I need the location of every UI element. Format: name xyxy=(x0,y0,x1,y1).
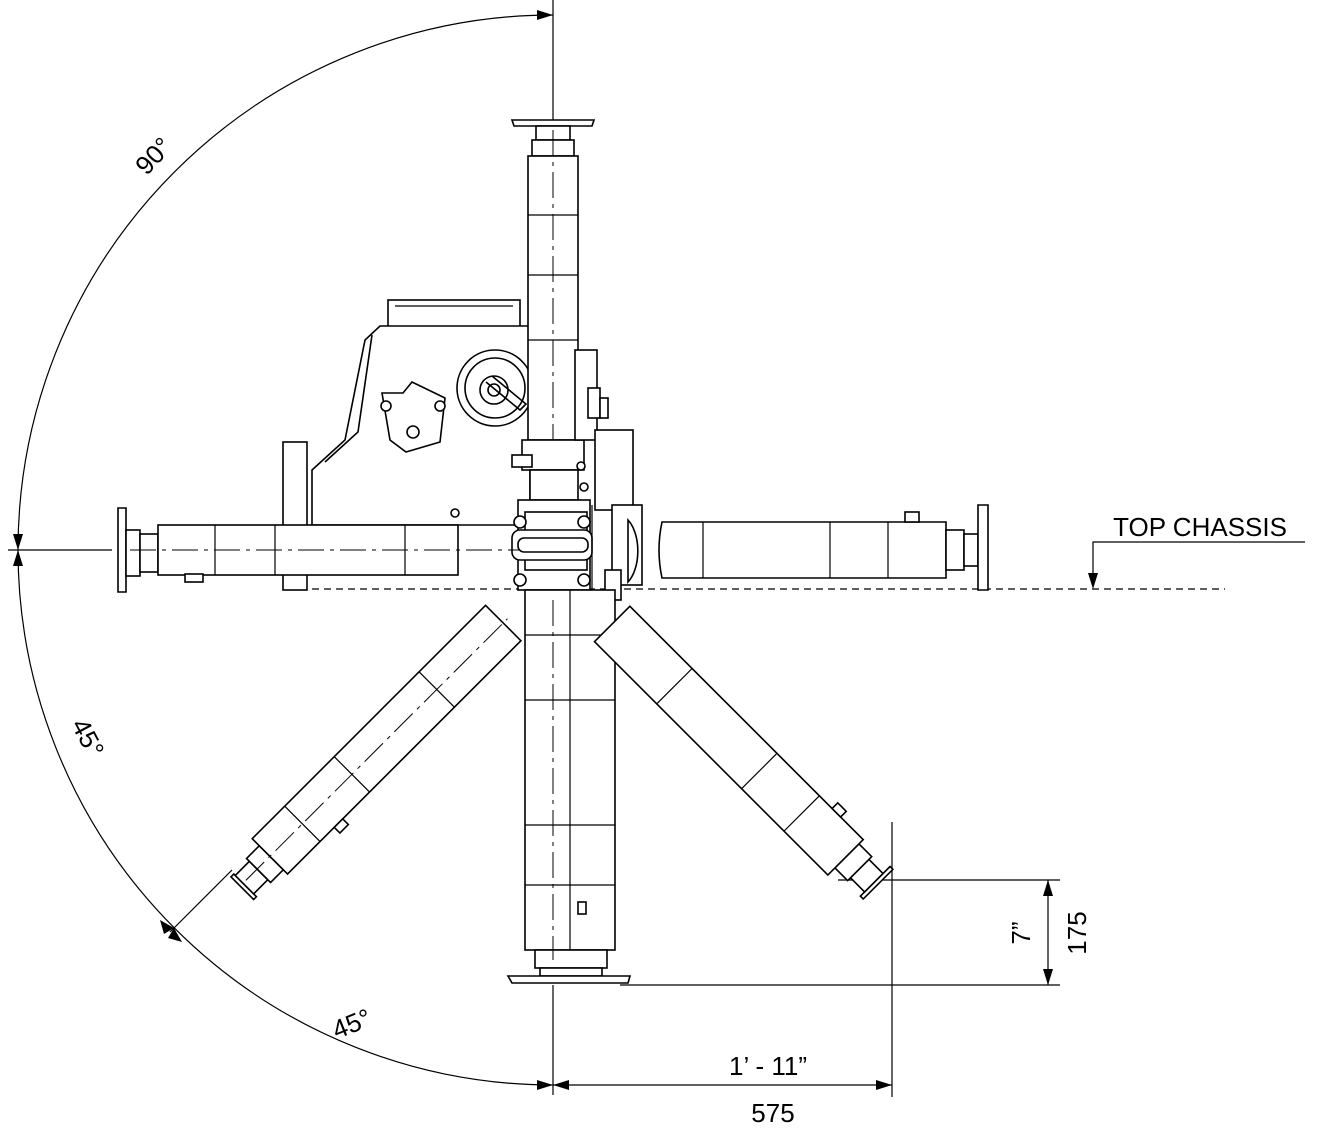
outrigger-horizontal-right xyxy=(658,504,989,591)
horizontal-dimension: 1’ - 11” 575 xyxy=(553,822,893,1128)
horizontal-dim-metric: 575 xyxy=(751,1098,794,1128)
outrigger-vertical-up xyxy=(510,119,596,470)
outrigger-horizontal-left xyxy=(117,507,520,593)
vertical-dim-metric: 175 xyxy=(1062,911,1092,954)
central-mechanism xyxy=(511,349,643,601)
vertical-dim-imperial: 7” xyxy=(1006,921,1036,944)
outrigger-vertical-down xyxy=(506,589,632,984)
horizontal-dim-imperial: 1’ - 11” xyxy=(729,1051,807,1081)
diagonal-axis-line xyxy=(169,869,233,933)
vertical-dimension: 7” 175 xyxy=(620,879,1092,986)
outrigger-diagonal-left xyxy=(229,604,523,901)
angle-label-90: 90° xyxy=(129,131,178,180)
top-chassis-reference: TOP CHASSIS xyxy=(300,512,1305,590)
outrigger-diagonal-right xyxy=(593,605,895,901)
winch-drum xyxy=(456,349,534,427)
top-chassis-label: TOP CHASSIS xyxy=(1113,512,1287,542)
angle-label-45-mid: 45° xyxy=(65,713,110,762)
